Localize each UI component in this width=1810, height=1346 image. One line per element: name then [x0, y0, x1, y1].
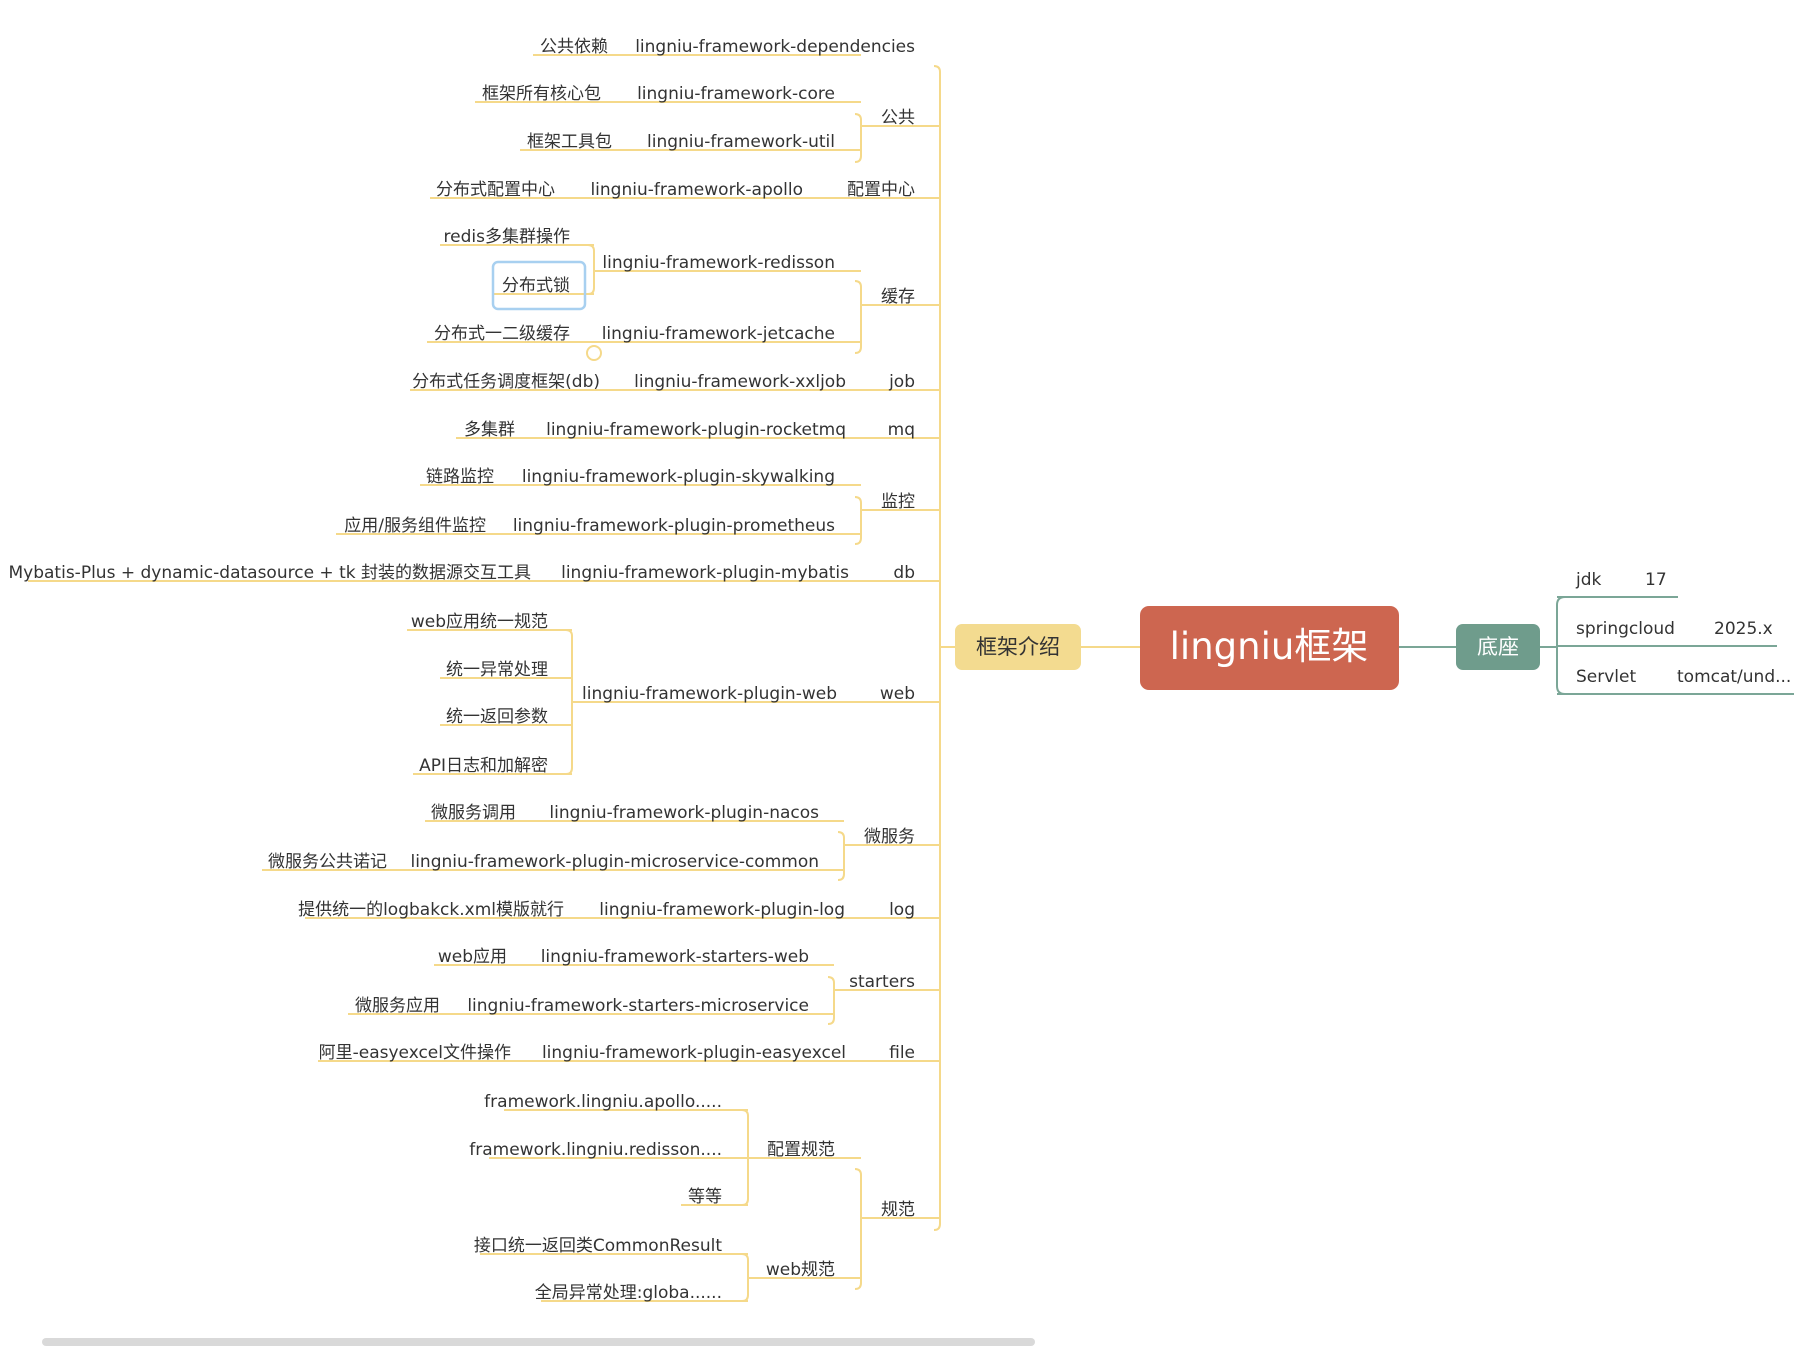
category-2-module-1-note-0[interactable]: 分布式一二级缓存	[434, 324, 570, 344]
category-5-module-1[interactable]: lingniu-framework-plugin-prometheus	[513, 516, 835, 536]
category-10-label[interactable]: starters	[849, 972, 915, 992]
branch-bracket	[587, 244, 595, 295]
category-7-module-0-note-2[interactable]: 统一返回参数	[446, 707, 548, 727]
branch-bracket	[837, 831, 845, 881]
category-12-module-1[interactable]: web规范	[766, 1260, 835, 1280]
category-9-module-0[interactable]: lingniu-framework-plugin-log	[599, 900, 845, 920]
category-12-module-0-note-0[interactable]: framework.lingniu.apollo.....	[484, 1092, 722, 1112]
base-item-0-name[interactable]: jdk	[1575, 570, 1602, 590]
branch-bracket	[854, 496, 862, 545]
category-0-label[interactable]: 公共	[881, 108, 915, 128]
category-8-module-0[interactable]: lingniu-framework-plugin-nacos	[549, 803, 819, 823]
category-1-label[interactable]: 配置中心	[847, 180, 915, 200]
branch-bracket	[854, 113, 862, 163]
category-12-label[interactable]: 规范	[881, 1200, 915, 1220]
category-4-module-0-note-0[interactable]: 多集群	[464, 420, 515, 440]
root-node[interactable]	[1140, 606, 1399, 690]
root-node-label[interactable]: lingniu框架	[1170, 625, 1369, 668]
base-item-2-name[interactable]: Servlet	[1576, 667, 1636, 687]
category-4-module-0[interactable]: lingniu-framework-plugin-rocketmq	[546, 420, 846, 440]
selected-node-highlight	[491, 260, 587, 311]
category-5-module-0[interactable]: lingniu-framework-plugin-skywalking	[522, 467, 835, 487]
category-7-module-0[interactable]: lingniu-framework-plugin-web	[582, 684, 837, 704]
category-8-label[interactable]: 微服务	[864, 827, 915, 847]
branch-bracket	[741, 1253, 749, 1302]
branch-bracket	[565, 629, 573, 775]
category-6-module-0[interactable]: lingniu-framework-plugin-mybatis	[561, 563, 849, 583]
category-11-module-0-note-0[interactable]: 阿里-easyexcel文件操作	[319, 1043, 511, 1063]
category-6-module-0-note-0[interactable]: Mybatis-Plus + dynamic-datasource + tk 封…	[9, 563, 532, 583]
category-7-label[interactable]: web	[880, 684, 915, 704]
category-10-module-0[interactable]: lingniu-framework-starters-web	[541, 947, 809, 967]
category-11-module-0[interactable]: lingniu-framework-plugin-easyexcel	[542, 1043, 846, 1063]
category-8-module-1[interactable]: lingniu-framework-plugin-microservice-co…	[410, 852, 819, 872]
category-10-module-0-note-0[interactable]: web应用	[438, 947, 507, 967]
category-7-module-0-note-0[interactable]: web应用统一规范	[411, 612, 548, 632]
framework-node[interactable]	[955, 624, 1081, 670]
base-item-1-name[interactable]: springcloud	[1576, 619, 1675, 639]
category-10-module-1[interactable]: lingniu-framework-starters-microservice	[467, 996, 809, 1016]
category-11-label[interactable]: file	[889, 1043, 915, 1063]
category-0-module-0[interactable]: lingniu-framework-dependencies	[635, 37, 915, 57]
category-5-module-1-note-0[interactable]: 应用/服务组件监控	[344, 516, 486, 536]
framework-trunk	[933, 65, 941, 1231]
category-4-label[interactable]: mq	[888, 420, 915, 440]
base-node[interactable]	[1456, 624, 1540, 670]
branch-bracket	[827, 976, 835, 1025]
category-0-module-2-note-0[interactable]: 框架工具包	[527, 132, 612, 152]
connector-lines	[28, 54, 1794, 1302]
category-0-module-0-note-0[interactable]: 公共依赖	[540, 37, 608, 57]
category-3-module-0-note-0[interactable]: 分布式任务调度框架(db)	[412, 372, 600, 392]
category-6-label[interactable]: db	[893, 563, 915, 583]
category-2-module-0[interactable]: lingniu-framework-redisson	[602, 253, 835, 273]
category-5-module-0-note-0[interactable]: 链路监控	[426, 467, 494, 487]
branch-bracket	[854, 1168, 862, 1290]
category-5-label[interactable]: 监控	[881, 492, 915, 512]
category-2-module-0-note-0[interactable]: redis多集群操作	[444, 227, 570, 247]
category-2-module-1[interactable]: lingniu-framework-jetcache	[602, 324, 835, 344]
category-12-module-0-note-2[interactable]: 等等	[688, 1187, 722, 1207]
category-12-module-0[interactable]: 配置规范	[767, 1140, 835, 1160]
category-0-module-1-note-0[interactable]: 框架所有核心包	[482, 84, 601, 104]
category-3-module-0[interactable]: lingniu-framework-xxljob	[634, 372, 846, 392]
category-9-module-0-note-0[interactable]: 提供统一的logbakck.xml模版就行	[298, 900, 564, 920]
category-12-module-1-note-0[interactable]: 接口统一返回类CommonResult	[474, 1236, 722, 1256]
category-12-module-0-note-1[interactable]: framework.lingniu.redisson....	[469, 1140, 722, 1160]
category-3-label[interactable]: job	[888, 372, 915, 392]
category-9-label[interactable]: log	[889, 900, 915, 920]
base-item-1-value[interactable]: 2025.x	[1714, 619, 1773, 639]
base-item-0-value[interactable]: 17	[1645, 570, 1667, 590]
category-8-module-0-note-0[interactable]: 微服务调用	[431, 803, 516, 823]
horizontal-scrollbar[interactable]	[42, 1338, 1035, 1346]
collapse-toggle-icon[interactable]	[586, 345, 602, 361]
category-12-module-1-note-1[interactable]: 全局异常处理:globa......	[535, 1283, 722, 1303]
category-7-module-0-note-3[interactable]: API日志和加解密	[419, 756, 548, 776]
category-2-module-0-note-1[interactable]: 分布式锁	[502, 276, 570, 296]
base-item-2-value[interactable]: tomcat/und...	[1677, 667, 1791, 687]
category-0-module-1[interactable]: lingniu-framework-core	[637, 84, 835, 104]
category-8-module-1-note-0[interactable]: 微服务公共诺记	[268, 852, 387, 872]
node-layer: lingniu框架 底座 jdk 17 springcloud 2025.xServlet…	[9, 37, 1792, 1303]
base-node-label[interactable]: 底座	[1477, 635, 1519, 659]
category-2-label[interactable]: 缓存	[881, 287, 915, 307]
category-0-module-2[interactable]: lingniu-framework-util	[647, 132, 835, 152]
category-7-module-0-note-1[interactable]: 统一异常处理	[446, 660, 548, 680]
category-1-module-0-note-0[interactable]: 分布式配置中心	[436, 180, 555, 200]
framework-node-label[interactable]: 框架介绍	[976, 635, 1060, 659]
category-1-module-0[interactable]: lingniu-framework-apollo	[590, 180, 803, 200]
category-10-module-1-note-0[interactable]: 微服务应用	[355, 996, 440, 1016]
branch-bracket	[854, 280, 862, 354]
